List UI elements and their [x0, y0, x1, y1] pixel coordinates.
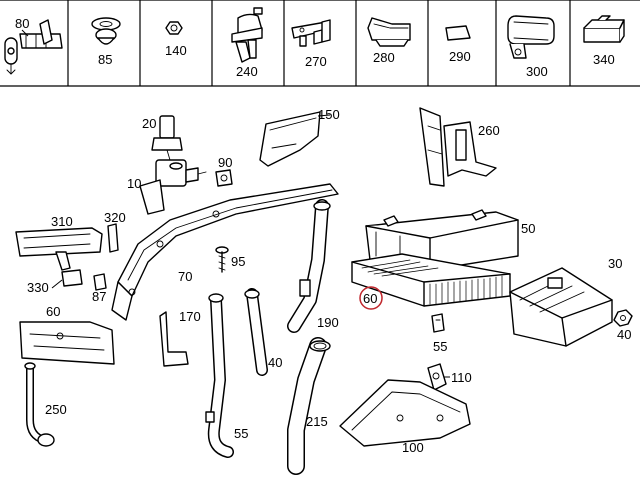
callout-150: 150 [318, 107, 340, 122]
cell-label-280: 280 [373, 50, 395, 65]
bracket-310 [15, 227, 103, 271]
header-table [0, 0, 640, 87]
bracket-250 [159, 311, 189, 367]
sensor-20 [151, 115, 183, 161]
channel-340-icon [583, 15, 625, 43]
cell-label-240: 240 [236, 64, 258, 79]
bracket-270-icon [291, 19, 331, 47]
duct-220 [287, 337, 331, 475]
callout-110: 110 [451, 370, 472, 385]
cell-label-270: 270 [305, 54, 327, 69]
housing-30 [509, 267, 613, 347]
clip-90 [215, 169, 233, 187]
clip-87 [93, 273, 107, 291]
callout-330: 330 [27, 280, 49, 295]
cell-label-80: 80 [15, 16, 29, 31]
hose-215 [244, 288, 268, 376]
block-330 [61, 269, 83, 287]
nut-140-icon [165, 21, 183, 35]
callout-260: 260 [478, 123, 500, 138]
clip-280-icon [367, 17, 411, 47]
duct-190 [287, 199, 331, 333]
callout-10: 10 [127, 176, 141, 191]
clip-55 [431, 313, 445, 333]
hose-210 [205, 293, 234, 458]
callout-220: 215 [306, 414, 328, 429]
callout-250: 170 [179, 309, 201, 324]
callout-95: 95 [231, 254, 245, 269]
callout-50: 50 [521, 221, 535, 236]
clip-80-icon [4, 19, 63, 75]
seal-300-icon [507, 15, 555, 59]
clip-110 [427, 363, 447, 391]
callout-87: 87 [92, 289, 106, 304]
nut-40 [613, 309, 633, 327]
callout-200: 250 [45, 402, 67, 417]
callout-310: 310 [51, 214, 73, 229]
callout-70: 70 [178, 269, 192, 284]
cell-label-340: 340 [593, 52, 615, 67]
filter-60 [351, 253, 511, 307]
callout-40-label: 40 [617, 327, 631, 342]
screw-95 [215, 246, 229, 273]
valve-10 [139, 159, 207, 215]
bracket-170 [19, 321, 115, 365]
callout-320: 320 [104, 210, 126, 225]
bracket-260 [419, 107, 497, 187]
highlight-circle-60 [359, 286, 383, 310]
callout-20: 20 [142, 116, 156, 131]
callout-190: 190 [317, 315, 339, 330]
callout-30: 30 [608, 256, 622, 271]
fastener-240-icon [231, 7, 263, 63]
grommet-85-icon [91, 17, 121, 45]
callout-55-label: 55 [433, 339, 447, 354]
callout-90: 90 [218, 155, 232, 170]
channel-70 [111, 183, 339, 321]
cell-label-300: 300 [526, 64, 548, 79]
callout-100: 100 [402, 440, 424, 455]
pad-290-icon [445, 25, 471, 41]
panel-100 [339, 379, 471, 447]
panel-150 [259, 111, 321, 167]
pipe-200 [24, 362, 55, 447]
callout-210: 55 [234, 426, 248, 441]
cell-label-85: 85 [98, 52, 112, 67]
callout-215: 40 [268, 355, 282, 370]
clip-320 [107, 223, 119, 253]
callout-60-highlight: 60 [363, 291, 377, 306]
callout-170: 60 [46, 304, 60, 319]
cell-label-140: 140 [165, 43, 187, 58]
cell-label-290: 290 [449, 49, 471, 64]
